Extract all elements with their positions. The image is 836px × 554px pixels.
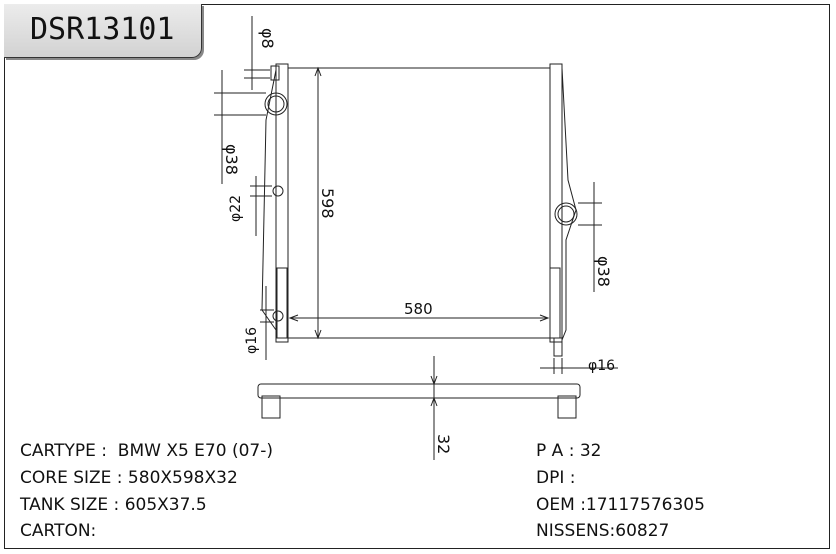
bottom-tank-view	[257, 383, 581, 399]
outlet-pipe-inner	[557, 205, 575, 223]
bottom-pin-right	[553, 337, 563, 357]
right-tank-profile	[561, 67, 577, 341]
left-tank	[275, 63, 289, 343]
spec-tank-size: TANK SIZE : 605X37.5	[20, 495, 207, 515]
right-bracket	[549, 267, 561, 339]
spec-cartype: CARTYPE : BMW X5 E70 (07-)	[20, 441, 273, 461]
part-number: DSR13101	[30, 12, 175, 47]
spec-carton: CARTON:	[20, 521, 97, 541]
spec-oem: OEM :17117576305	[536, 495, 705, 515]
inlet-pipe	[264, 92, 288, 116]
spec-pa: P A : 32	[536, 441, 602, 461]
spec-nissens: NISSENS:60827	[536, 521, 670, 541]
left-bracket	[276, 267, 288, 339]
top-pin	[270, 65, 280, 81]
tank-depth-arrow-top	[430, 375, 438, 386]
right-tank	[549, 63, 563, 343]
bottom-tank-left-end	[261, 395, 281, 419]
core-width-arrow-right	[539, 314, 550, 322]
side-fitting	[272, 185, 284, 197]
bottom-tank-right-end	[557, 395, 577, 419]
core-height-arrow-bottom	[314, 329, 322, 340]
core-width-label: 580	[404, 300, 433, 318]
left-tank-profile	[261, 69, 277, 331]
outlet-pipe	[554, 202, 578, 226]
tank-depth-label: 32	[434, 434, 453, 454]
drawing-frame	[4, 4, 830, 549]
core-height-label: 598	[318, 188, 337, 219]
inlet-dia-label: φ38	[222, 144, 241, 175]
bottom-pin-left-dia-label: φ16	[244, 327, 260, 354]
outlet-dia-label: φ38	[594, 256, 613, 287]
spec-dpi: DPI :	[536, 468, 576, 488]
core-height-arrow-top	[314, 66, 322, 77]
inlet-pipe-inner	[267, 95, 285, 113]
core-width-arrow-left	[288, 314, 299, 322]
side-spacing-label: φ22	[228, 195, 244, 222]
spec-core-size: CORE SIZE : 580X598X32	[20, 468, 238, 488]
bottom-pin-left	[272, 310, 284, 322]
tank-depth-arrow-bottom	[430, 396, 438, 407]
part-number-tab	[4, 4, 202, 58]
top-pin-dia-label: φ8	[258, 28, 277, 49]
bottom-pin-right-dia-label: φ16	[588, 358, 615, 374]
